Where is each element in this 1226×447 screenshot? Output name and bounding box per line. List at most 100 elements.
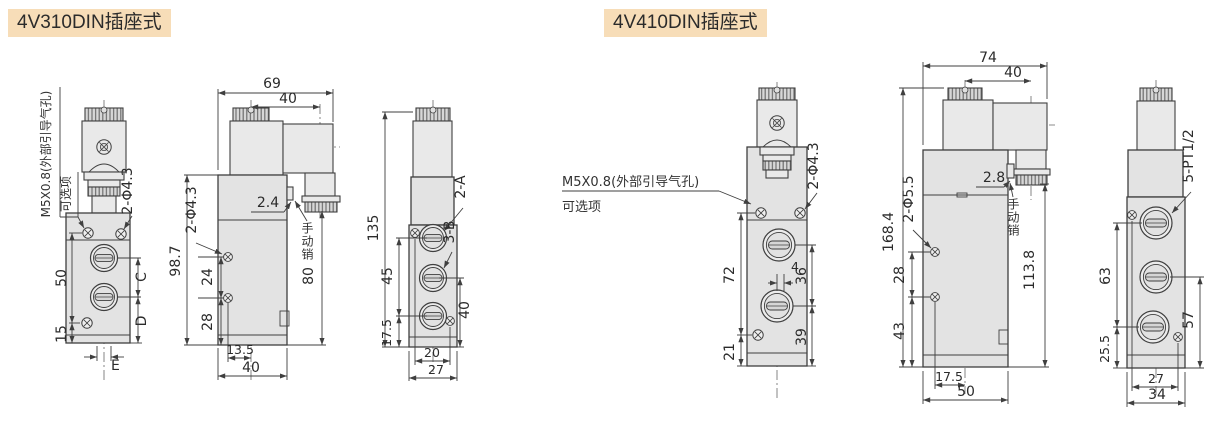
- dim-40-top: 40: [279, 91, 297, 107]
- title-right: 4V410DIN插座式: [604, 9, 767, 37]
- solenoid-coil: [412, 120, 453, 178]
- v410-side-view: 74 40 2.8 168.4 2-Φ5.5 28 43 113.8: [881, 50, 1055, 404]
- dim-57: 57: [1181, 311, 1197, 329]
- din-connector: [282, 123, 334, 174]
- dim-d: D: [134, 316, 150, 327]
- dim-168-4: 168.4: [881, 212, 897, 252]
- solenoid-coil: [229, 120, 284, 176]
- port: [1139, 260, 1173, 294]
- ports-label: 5-PT1/2: [1181, 129, 1197, 182]
- dim-98-7: 98.7: [168, 245, 184, 276]
- cable-gland: [304, 201, 338, 213]
- mounting-hole: [1173, 332, 1183, 342]
- mounting-hole: [930, 292, 940, 302]
- mounting-hole: [81, 317, 93, 329]
- dim-72: 72: [722, 266, 738, 284]
- dim-e: E: [111, 358, 120, 374]
- mounting-hole: [223, 293, 233, 303]
- port: [762, 228, 796, 262]
- dim-39: 39: [794, 328, 810, 346]
- dim-135: 135: [366, 215, 382, 242]
- dim-28: 28: [200, 313, 216, 331]
- dim-63: 63: [1098, 267, 1114, 285]
- dim-50: 50: [957, 384, 975, 400]
- coil-screw-icon: [96, 139, 112, 155]
- port-label-2a: 2-A: [453, 175, 469, 199]
- port: [1136, 310, 1170, 344]
- dim-45: 45: [380, 267, 396, 285]
- pilot-hole: [755, 207, 767, 219]
- dim-24: 24: [200, 268, 216, 286]
- pilot-section: [410, 176, 455, 226]
- dim-2-4: 2.4: [257, 195, 279, 211]
- mounting-hole: [752, 329, 764, 341]
- port: [1139, 206, 1173, 240]
- v310-front-view: 50 15 C D E 2-Φ4.3 M5X0.8(外部引导气孔) 可选项: [38, 87, 150, 383]
- solenoid-coil: [1136, 100, 1176, 151]
- pilot-hole: [794, 207, 806, 219]
- dim-43: 43: [892, 322, 908, 340]
- din-connector: [992, 102, 1048, 151]
- mounting-hole: [223, 252, 233, 262]
- manual-pin: [286, 186, 294, 201]
- port: [89, 243, 119, 273]
- dim-17-5: 17.5: [935, 369, 963, 384]
- din-base: [83, 171, 125, 181]
- coil-screw-icon: [769, 115, 785, 131]
- valve-body: [922, 149, 1009, 368]
- port-label-3b: 3-B: [442, 220, 458, 243]
- optional-label: 可选项: [59, 176, 73, 212]
- pilot-hole: [115, 228, 127, 240]
- manual-pin: [1006, 163, 1015, 179]
- dim-36: 36: [794, 267, 810, 285]
- dim-4: 4: [791, 259, 799, 274]
- title-left: 4V310DIN插座式: [8, 9, 171, 37]
- side-notch: [998, 329, 1009, 345]
- pilot-section: [1127, 149, 1184, 198]
- dim-40-bottom: 40: [242, 360, 260, 376]
- dim-21: 21: [722, 343, 738, 361]
- mounting-hole: [410, 228, 420, 238]
- mounting-hole: [1127, 210, 1137, 220]
- manual-pin-label: 手动销: [1006, 198, 1020, 237]
- dim-80: 80: [301, 267, 317, 285]
- v310-end-view: 135 45 17.5 40 2-A 3-B 20 27: [366, 100, 473, 381]
- v410-front-view: 72 21 4 36 39 2-Φ4.3 M5X0.8(外部引导气孔) 可选项: [562, 82, 822, 400]
- cable-gland: [1015, 174, 1048, 186]
- port: [89, 282, 119, 312]
- dim-27: 27: [428, 362, 444, 377]
- dim-69: 69: [263, 76, 281, 92]
- dim-27: 27: [1148, 371, 1164, 386]
- dim-40-top: 40: [1004, 65, 1022, 81]
- dim-c: C: [134, 272, 150, 282]
- m5-pilot-label: M5X0.8(外部引导气孔): [562, 174, 699, 190]
- dim-113-8: 113.8: [1022, 250, 1038, 290]
- dim-50: 50: [54, 269, 70, 287]
- solenoid-coil: [942, 99, 994, 151]
- dim-40: 40: [457, 301, 473, 319]
- manual-pin-label: 手动销: [300, 222, 314, 261]
- dim-25-5: 25.5: [1097, 335, 1112, 363]
- optional-label: 可选项: [562, 200, 601, 215]
- dim-28: 28: [892, 266, 908, 284]
- port: [760, 289, 794, 323]
- dim-15: 15: [54, 325, 70, 343]
- dim-2-8: 2.8: [983, 170, 1005, 186]
- din-base: [759, 146, 795, 156]
- mounting-hole: [930, 247, 940, 257]
- holes-label: 2-Φ5.5: [901, 175, 917, 222]
- dim-74: 74: [979, 50, 997, 66]
- v310-side-view: 69 40 2.4 80 98.7 24 28 2-Φ4.3 13.5: [168, 76, 341, 380]
- side-notch: [279, 310, 290, 327]
- dim-17-5: 17.5: [379, 319, 394, 347]
- dim-34: 34: [1148, 387, 1166, 403]
- dim-13-5: 13.5: [226, 342, 254, 357]
- dim-20: 20: [424, 345, 440, 360]
- holes-label: 2-Φ4.3: [806, 142, 822, 189]
- holes-label: 2-Φ4.3: [120, 167, 136, 214]
- v410-end-view: 5-PT1/2 63 25.5 57 27 34: [1097, 80, 1204, 407]
- m5-pilot-label: M5X0.8(外部引导气孔): [38, 91, 53, 218]
- holes-label: 2-Φ4.3: [184, 186, 200, 233]
